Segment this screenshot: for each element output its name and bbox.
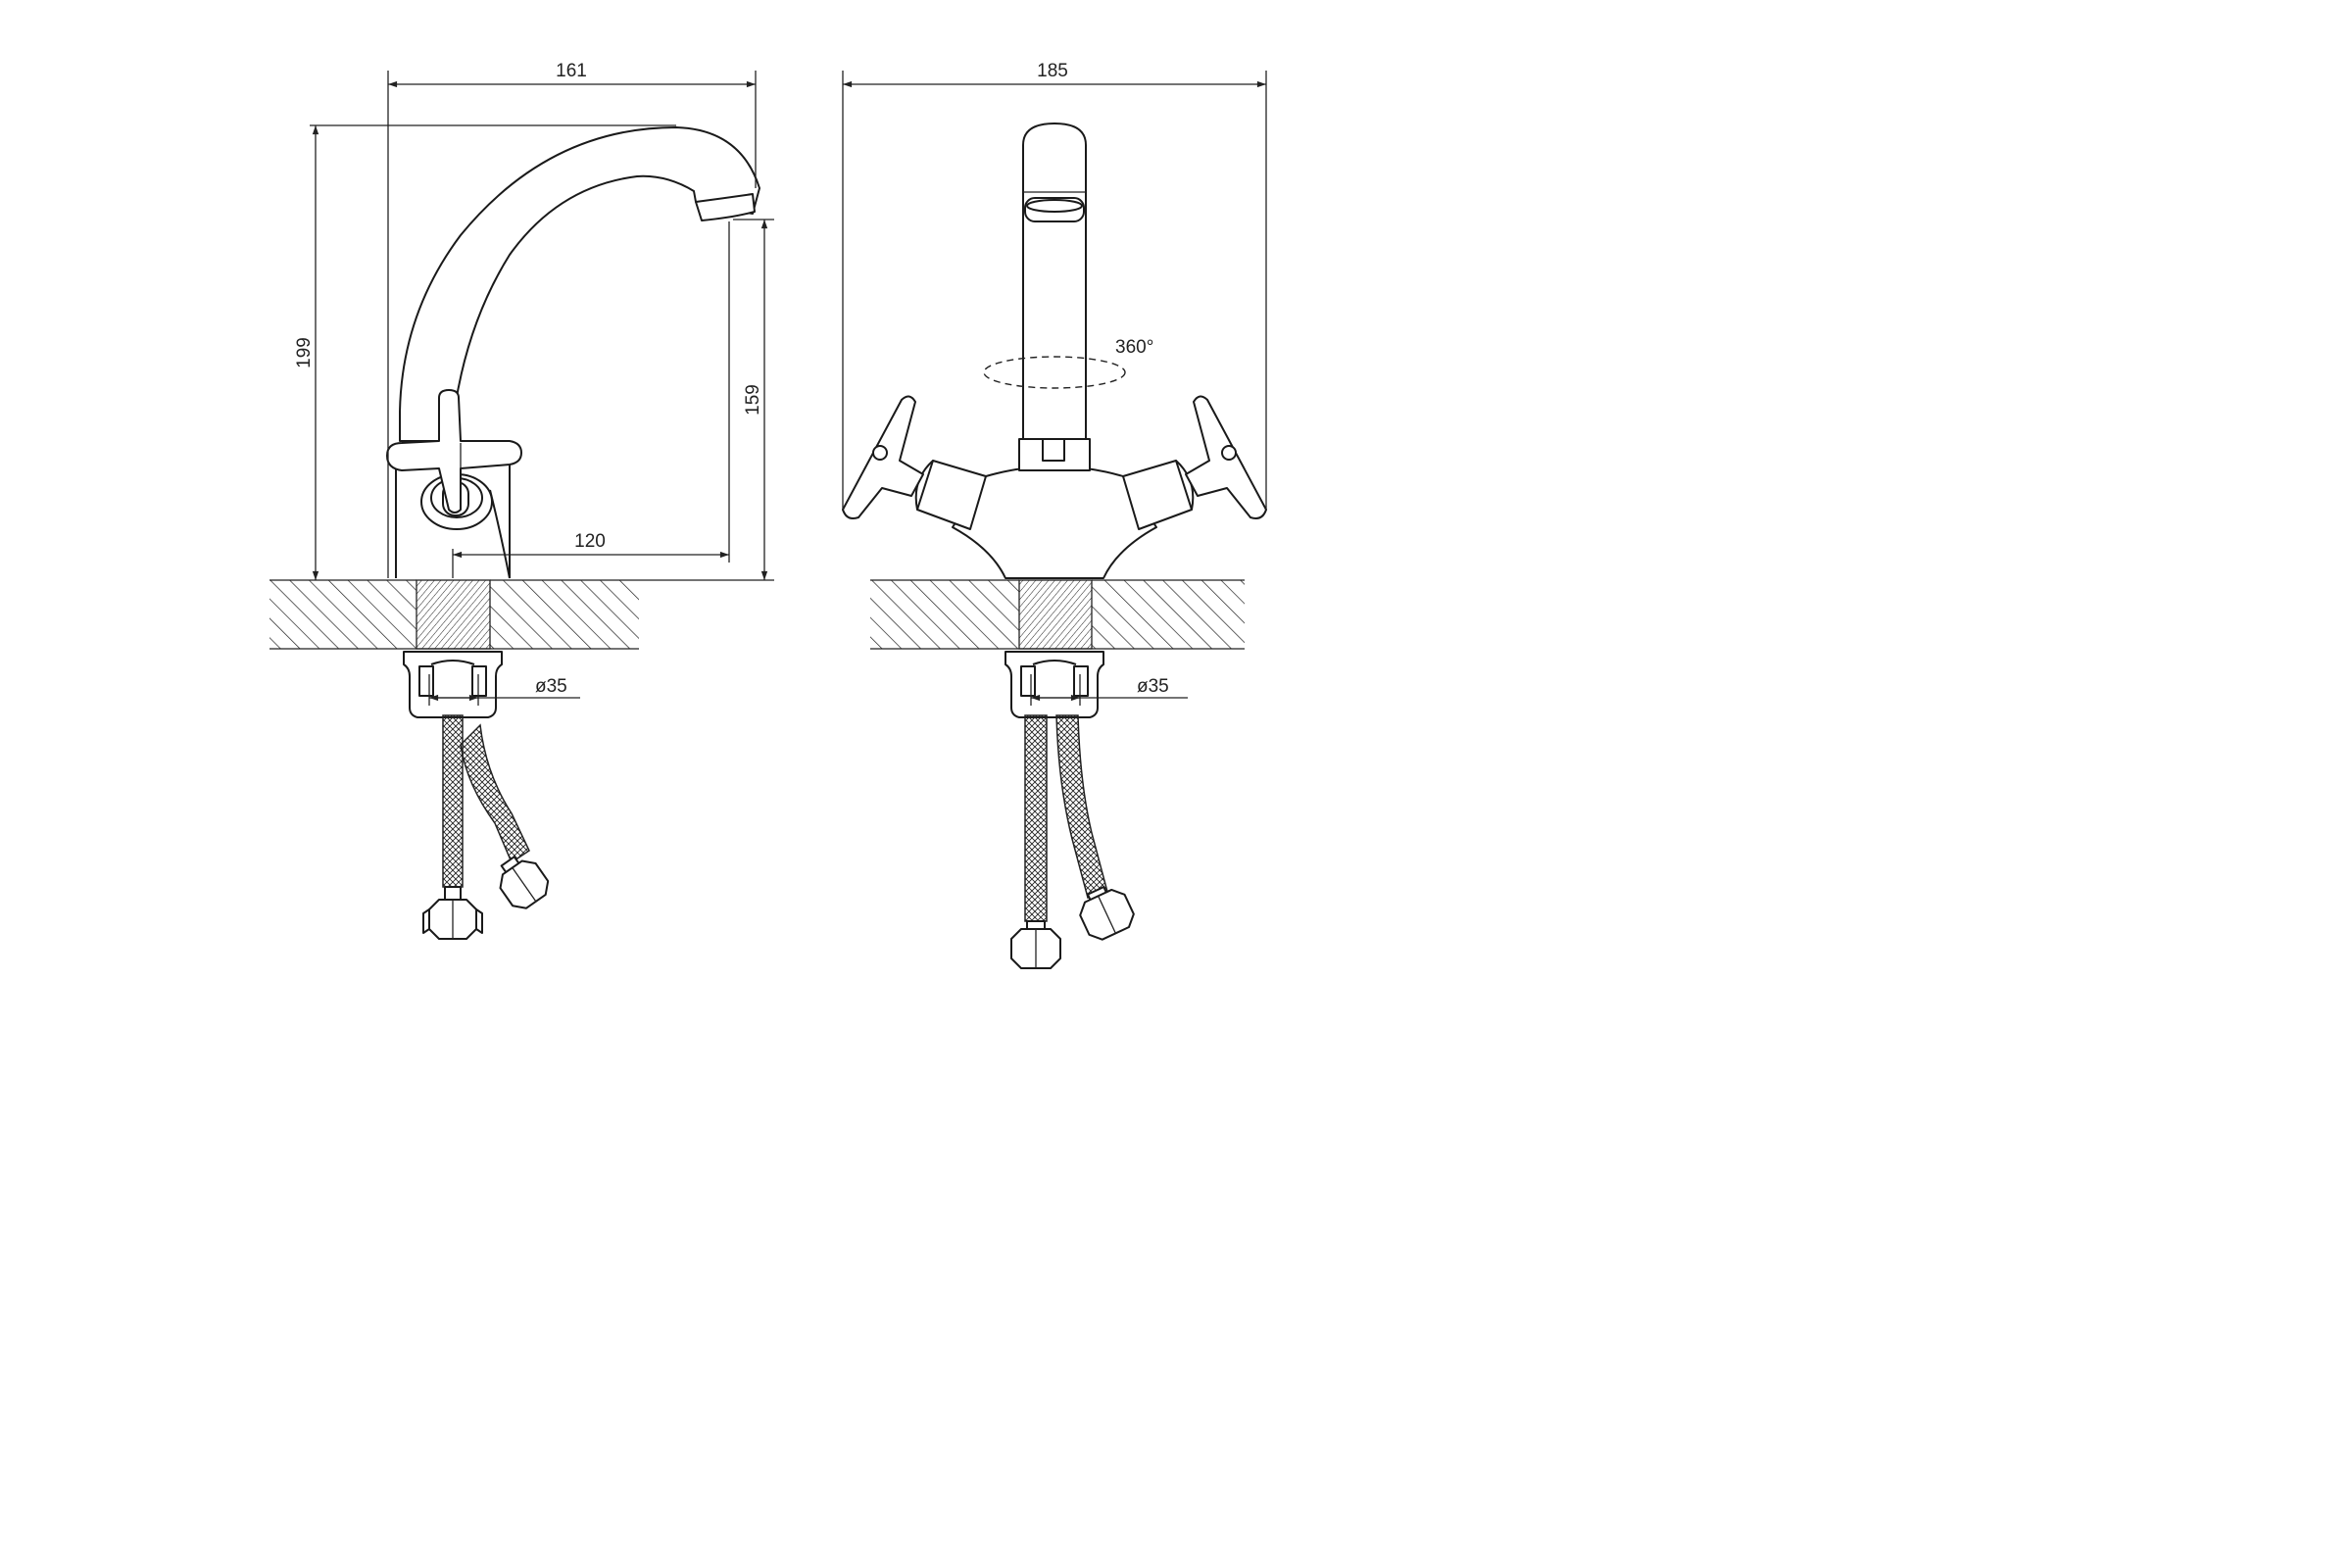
front-spout	[1022, 122, 1087, 440]
front-rotation-label: 360°	[1115, 337, 1153, 358]
front-mounting-nut	[1004, 651, 1104, 718]
front-view: 360° 185 ø35	[842, 61, 1267, 969]
front-hole-diameter-dimension: ø35	[1030, 674, 1188, 706]
side-hole-diameter-dimension: ø35	[428, 674, 580, 706]
side-hole-diameter-label: ø35	[535, 676, 567, 697]
front-width-label: 185	[1037, 61, 1068, 81]
front-rotation-indicator: 360°	[983, 337, 1153, 389]
side-supply-hoses	[422, 714, 550, 940]
front-hole-diameter-label: ø35	[1137, 676, 1169, 697]
side-width-dimension: 161	[387, 61, 757, 578]
front-right-handle	[1122, 395, 1267, 530]
side-height-label: 199	[294, 337, 315, 368]
side-width-label: 161	[556, 61, 587, 81]
front-countertop	[870, 579, 1245, 650]
faucet-technical-drawing: 161 199 159 120 ø35	[270, 61, 1267, 969]
side-reach-label: 120	[574, 531, 606, 552]
side-height-dimension: 199	[294, 124, 676, 580]
side-reach-dimension: 120	[452, 221, 730, 578]
side-cross-handle	[386, 389, 522, 514]
side-mounting-nut	[403, 651, 503, 718]
side-spout	[399, 126, 760, 442]
side-view: 161 199 159 120 ø35	[270, 61, 774, 940]
front-left-handle	[842, 395, 987, 530]
side-spout-height-dimension: 159	[639, 219, 774, 581]
front-width-dimension: 185	[842, 61, 1267, 510]
side-spout-height-label: 159	[743, 384, 763, 416]
front-supply-hoses	[1010, 714, 1135, 969]
front-faucet-body	[952, 438, 1157, 579]
side-countertop	[270, 579, 639, 650]
